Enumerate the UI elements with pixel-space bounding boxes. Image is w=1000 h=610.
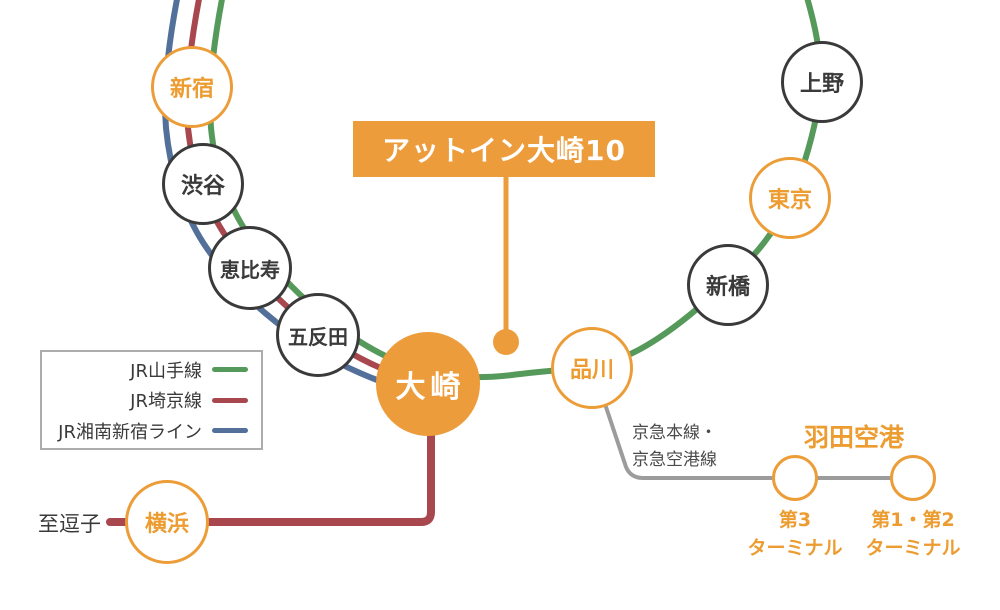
- terminal3-label: 第3 ターミナル: [735, 507, 855, 562]
- legend-saikyo-label: JR埼京線: [130, 391, 202, 412]
- legend-shonan-shinjuku-label: JR湘南新宿ライン: [58, 421, 202, 443]
- terminal12-label-line2: ターミナル: [865, 536, 961, 559]
- station-shimbashi-label: 新橋: [705, 275, 750, 300]
- to-zushi-label: 至逗子: [38, 512, 101, 536]
- station-ebisu: 恵比寿: [208, 226, 292, 310]
- station-yokohama: 横浜: [125, 480, 209, 564]
- terminal3-label-line2: ターミナル: [747, 536, 843, 559]
- station-haneda-terminal12: [890, 455, 936, 501]
- station-shibuya: 渋谷: [162, 143, 244, 225]
- station-haneda-terminal3: [772, 455, 818, 501]
- station-osaki: 大崎: [376, 332, 480, 436]
- station-shinjuku: 新宿: [151, 46, 233, 128]
- keikyu-line-label-line1: 京急本線・: [632, 423, 717, 443]
- station-gotanda: 五反田: [276, 293, 360, 377]
- station-ueno-label: 上野: [799, 72, 844, 97]
- terminal3-label-line1: 第3: [778, 509, 812, 531]
- station-osaki-label: 大崎: [395, 370, 466, 405]
- station-tokyo-label: 東京: [767, 188, 812, 213]
- station-shimbashi: 新橋: [687, 244, 769, 326]
- keikyu-line: [602, 399, 914, 480]
- hotel-pointer-dot: [493, 329, 519, 355]
- station-ueno: 上野: [781, 41, 863, 123]
- yokohama-branch-line: [106, 386, 435, 526]
- station-shinagawa: 品川: [551, 327, 633, 409]
- keikyu-line-label: 京急本線・ 京急空港線: [632, 420, 762, 474]
- keikyu-line-label-line2: 京急空港線: [632, 450, 717, 471]
- station-gotanda-label: 五反田: [288, 324, 348, 349]
- hotel-callout-label: アットイン大崎10: [382, 134, 626, 167]
- terminal12-label: 第1・第2 ターミナル: [853, 507, 973, 562]
- station-shibuya-label: 渋谷: [180, 174, 225, 199]
- station-yokohama-label: 横浜: [144, 512, 189, 537]
- station-ebisu-label: 恵比寿: [220, 257, 280, 282]
- haneda-airport-label: 羽田空港: [803, 423, 904, 452]
- legend: JR山手線 JR埼京線 JR湘南新宿ライン: [40, 350, 263, 450]
- hotel-callout: アットイン大崎10: [353, 121, 655, 177]
- legend-item-saikyo: JR埼京線: [130, 387, 248, 413]
- terminal12-label-line1: 第1・第2: [871, 509, 955, 531]
- legend-yamanote-label: JR山手線: [130, 360, 202, 382]
- yamanote-line-swatch: [212, 367, 248, 372]
- saikyo-line-swatch: [212, 397, 248, 403]
- station-shinjuku-label: 新宿: [169, 77, 214, 102]
- legend-item-yamanote: JR山手線: [130, 357, 248, 383]
- legend-item-shonan-shinjuku: JR湘南新宿ライン: [58, 418, 248, 444]
- shonan-shinjuku-line-swatch: [212, 428, 248, 433]
- station-tokyo: 東京: [749, 157, 831, 239]
- station-shinagawa-label: 品川: [569, 358, 614, 383]
